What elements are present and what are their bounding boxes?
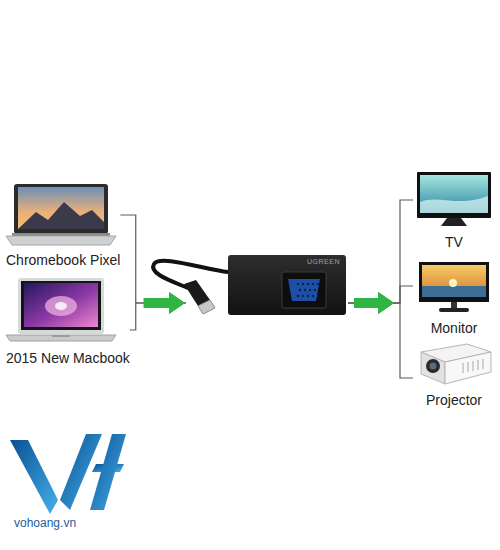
vga-pin: [317, 295, 319, 297]
bracket-connector: [120, 215, 186, 303]
green-arrow-head: [354, 292, 394, 314]
laptop-base: [6, 236, 116, 245]
projector-vent: [482, 359, 484, 369]
laptop-screen: [24, 283, 98, 327]
laptop-notch: [52, 335, 70, 337]
device-label: Monitor: [413, 314, 495, 337]
vga-pin: [317, 283, 319, 285]
vga-pin: [304, 289, 306, 291]
projector-illustration: [413, 332, 495, 386]
projector-vent: [477, 360, 479, 370]
green-arrow-head: [144, 292, 185, 314]
green-arrow-head: [354, 292, 394, 314]
connector-group: [348, 292, 413, 378]
vga-shell: [282, 272, 326, 308]
laptop-base: [6, 335, 116, 341]
vga-pin: [312, 283, 314, 285]
tv-illustration: [413, 172, 495, 228]
watermark-text: vohoang.vn: [14, 516, 76, 530]
tv-node: TV: [413, 172, 495, 251]
tv-screen: [420, 175, 488, 213]
bracket-connector: [348, 303, 413, 378]
laptop-screen: [18, 187, 104, 229]
vga-pin: [297, 283, 299, 285]
icon-group: [419, 262, 489, 312]
vga-pin: [307, 295, 309, 297]
tv-frame: [417, 172, 491, 218]
screen-mountains: [18, 202, 104, 229]
vga-pin: [299, 289, 301, 291]
screen-galaxy-core: [55, 302, 67, 310]
icon-group: [6, 278, 116, 341]
projector-node: Projector: [413, 332, 495, 409]
vga-pin: [307, 283, 309, 285]
monitor-neck: [451, 302, 457, 308]
monitor-frame: [419, 262, 489, 302]
device-label: Projector: [413, 386, 495, 409]
macbook-illustration: [6, 278, 116, 344]
macbook-node: 2015 New Macbook: [6, 278, 130, 367]
screen-galaxy: [45, 296, 77, 316]
tv-stand: [441, 218, 467, 226]
projector-vent: [467, 362, 469, 372]
logo-stroke: [90, 434, 126, 510]
laptop-bezel: [21, 281, 101, 330]
monitor-illustration: [413, 262, 495, 314]
screen-sun: [449, 279, 457, 287]
vga-pin: [314, 289, 316, 291]
device-label: Chromebook Pixel: [6, 246, 120, 269]
vga-port: [288, 279, 320, 301]
adapter-node: UGREEN: [186, 248, 348, 338]
projector-vent: [462, 363, 464, 373]
connector-group: [348, 200, 413, 314]
connector-group: [130, 292, 186, 330]
projector-front: [421, 352, 445, 384]
icon-group: [421, 344, 491, 384]
device-label: 2015 New Macbook: [6, 344, 130, 367]
icon-group: [6, 184, 116, 245]
green-arrow-head: [354, 292, 394, 314]
laptop-lid: [18, 278, 104, 334]
connector-group: [348, 286, 413, 314]
brand-logo: [8, 424, 138, 516]
vga-pin: [302, 283, 304, 285]
chromebook-node: Chromebook Pixel: [6, 184, 120, 269]
icon-group: [417, 172, 491, 226]
screen-wave: [420, 196, 488, 213]
bracket-connector: [348, 200, 413, 303]
screen-sea: [422, 286, 486, 297]
vga-pin: [312, 295, 314, 297]
projector-side: [445, 352, 491, 384]
brand-mark: UGREEN: [186, 248, 348, 265]
chromebook-illustration: [6, 184, 116, 246]
projector-vent: [472, 361, 474, 371]
green-arrow-head: [144, 292, 185, 314]
monitor-base: [439, 308, 469, 312]
vga-pin: [297, 295, 299, 297]
vga-pin: [309, 289, 311, 291]
laptop-lid: [14, 184, 108, 234]
logo-stroke: [10, 440, 58, 514]
monitor-screen: [422, 265, 486, 297]
projector-lens-glass: [430, 363, 437, 370]
usb-c-tip: [198, 300, 215, 314]
device-label: TV: [413, 228, 495, 251]
projector-lens: [426, 359, 440, 373]
monitor-node: Monitor: [413, 262, 495, 337]
vga-pin: [302, 295, 304, 297]
